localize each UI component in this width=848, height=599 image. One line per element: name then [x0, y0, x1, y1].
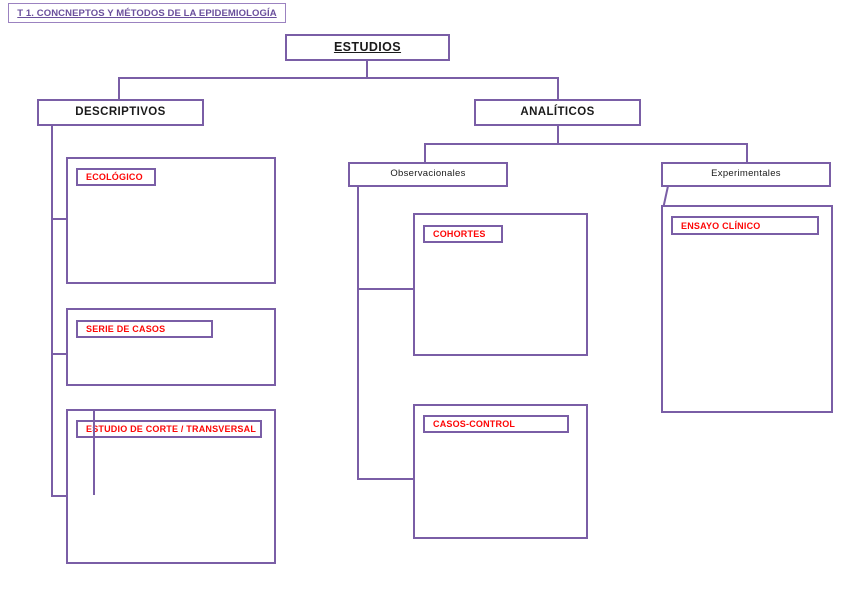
node-analiticos-label: ANALÍTICOS — [520, 106, 595, 119]
connector-to-analiticos — [557, 77, 559, 100]
connector-descriptivos-spine — [51, 126, 53, 495]
panel-casos-control[interactable]: CASOS-CONTROL — [413, 404, 588, 539]
node-estudios-label: ESTUDIOS — [333, 39, 402, 54]
node-descriptivos-label: DESCRIPTIVOS — [75, 106, 166, 119]
label-corte-transversal[interactable]: ESTUDIO DE CORTE / TRANSVERSAL — [76, 420, 262, 438]
label-serie-de-casos[interactable]: SERIE DE CASOS — [76, 320, 213, 338]
connector-root-bus — [118, 77, 558, 79]
node-observacionales[interactable]: Observacionales — [348, 162, 508, 187]
connector-stub-casos-control — [357, 478, 414, 480]
connector-analiticos-bus — [424, 143, 747, 145]
panel-cohortes[interactable]: COHORTES — [413, 213, 588, 356]
node-observacionales-label: Observacionales — [390, 168, 466, 180]
node-descriptivos[interactable]: DESCRIPTIVOS — [37, 99, 204, 126]
node-estudios[interactable]: ESTUDIOS — [285, 34, 450, 61]
connector-to-observacionales — [424, 143, 426, 163]
connector-root-stem — [366, 61, 368, 78]
label-cohortes[interactable]: COHORTES — [423, 225, 503, 243]
connector-stub-ecologico — [51, 218, 68, 220]
panel-corte-transversal[interactable]: ESTUDIO DE CORTE / TRANSVERSAL — [66, 409, 276, 564]
label-casos-control[interactable]: CASOS-CONTROL — [423, 415, 569, 433]
connector-to-experimentales — [746, 143, 748, 163]
connector-stub-cohortes — [357, 288, 414, 290]
panel-ensayo-clinico[interactable]: ENSAYO CLÍNICO — [661, 205, 833, 413]
node-experimentales-label: Experimentales — [711, 168, 781, 180]
panel-serie-de-casos[interactable]: SERIE DE CASOS — [66, 308, 276, 386]
panel-ecologico[interactable]: ECOLÓGICO — [66, 157, 276, 284]
connector-observacionales-spine — [357, 187, 359, 479]
node-experimentales[interactable]: Experimentales — [661, 162, 831, 187]
connector-analiticos-stem — [557, 126, 559, 143]
connector-to-descriptivos — [118, 77, 120, 100]
document-title-text: T 1. CONCNEPTOS Y MÉTODOS DE LA EPIDEMIO… — [17, 7, 277, 19]
label-ecologico[interactable]: ECOLÓGICO — [76, 168, 156, 186]
document-title-banner: T 1. CONCNEPTOS Y MÉTODOS DE LA EPIDEMIO… — [8, 3, 286, 23]
connector-corte-transversal-drop — [93, 409, 95, 495]
connector-stub-serie-de-casos — [51, 353, 68, 355]
node-analiticos[interactable]: ANALÍTICOS — [474, 99, 641, 126]
label-ensayo-clinico[interactable]: ENSAYO CLÍNICO — [671, 216, 819, 235]
